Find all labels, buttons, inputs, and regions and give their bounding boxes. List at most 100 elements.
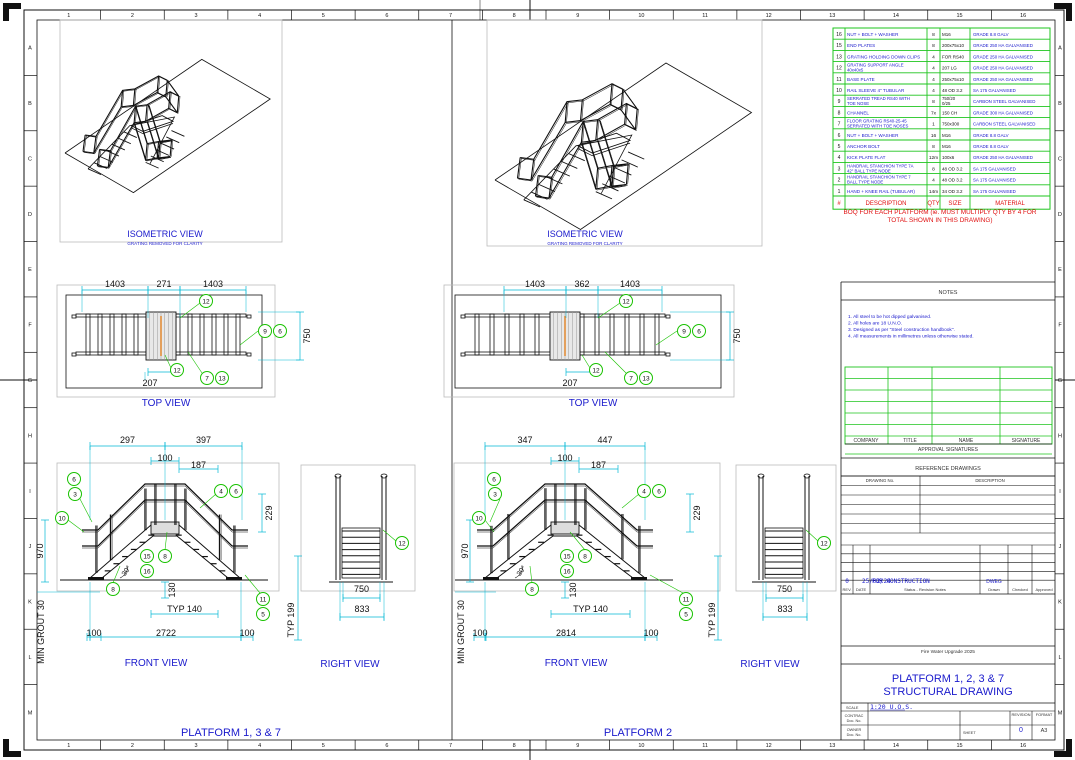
item-balloon: 9 xyxy=(677,324,691,338)
balloon-number: 8 xyxy=(111,586,115,593)
handrail-edge xyxy=(136,106,160,145)
grid-col-label: 6 xyxy=(385,13,388,19)
front-view-2: 30° FRONT VIEW xyxy=(453,462,721,669)
balloon-circle xyxy=(215,371,229,385)
stair-frame xyxy=(341,527,381,579)
grid-row-label: A xyxy=(1058,46,1062,52)
front-view-1: 30° FRONT VIEW xyxy=(56,462,280,669)
balloon-circle xyxy=(652,484,666,498)
item-balloon: 8 xyxy=(158,549,172,563)
dim-text: TYP 199 xyxy=(286,603,296,638)
grid-row-label: I xyxy=(1059,489,1061,495)
item-balloon: 12 xyxy=(170,363,184,377)
bom-item-no: 8 xyxy=(838,110,841,116)
dim-text: MIN GROUT 30 xyxy=(456,600,466,664)
bom-material: GRADE 250 HA GALVANISED xyxy=(973,43,1033,48)
stanchion-edge xyxy=(159,142,162,159)
handrail xyxy=(82,91,167,154)
dim-text: 187 xyxy=(591,460,606,470)
rail-end xyxy=(246,352,252,357)
bom-desc: BALL TYPE NODE xyxy=(847,180,883,185)
iso-view-note-1: GRATING REMOVED FOR CLARITY xyxy=(127,241,202,246)
leader xyxy=(244,574,261,594)
rail-end xyxy=(460,352,466,357)
stair-tread xyxy=(175,313,181,356)
grid-row-label: H xyxy=(28,433,32,439)
tb-scale-label: SCALE xyxy=(846,706,859,710)
bom-item-no: 4 xyxy=(838,155,841,161)
bom-material: GRADE 8.8 GALV xyxy=(973,32,1009,37)
stanchion xyxy=(156,141,160,159)
balloon-circle xyxy=(589,363,603,377)
bom-note: BOQ FOR EACH PLATFORM (ie. MUST MULTIPLY… xyxy=(843,209,1036,224)
dim-text: 130 xyxy=(167,582,177,597)
balloon-number: 11 xyxy=(260,596,267,603)
balloon-number: 10 xyxy=(475,515,483,522)
iso-view-1: ISOMETRIC VIEW GRATING REMOVED FOR CLARI… xyxy=(59,19,283,246)
balloon-number: 6 xyxy=(492,476,496,483)
bom-desc: 40x40x5 xyxy=(847,68,864,73)
platform-beam xyxy=(550,521,580,535)
stanchion xyxy=(609,165,613,187)
bom-size: 100x6 xyxy=(942,155,955,160)
handrail-edge xyxy=(167,80,180,98)
dim-text: 207 xyxy=(562,378,577,388)
bom-frame xyxy=(832,27,1051,210)
stanchion xyxy=(165,80,168,97)
balloon-circle xyxy=(395,536,409,550)
angle-label: 30° xyxy=(515,564,528,577)
item-balloon: 6 xyxy=(273,324,287,338)
leader xyxy=(655,330,678,346)
stanchion-edge xyxy=(611,165,614,187)
bom-material: GRADE 8.8 GALV xyxy=(973,144,1009,149)
grid-col-label: 16 xyxy=(1020,13,1026,19)
note-item: 1. All steel to be hot dipped galvanised… xyxy=(848,314,931,320)
stair-tread xyxy=(133,313,139,356)
stair-frame xyxy=(523,134,633,201)
balloon-circle xyxy=(55,511,69,525)
stanchion-edge xyxy=(135,106,138,123)
bom-size: 250x75x10 xyxy=(942,77,965,82)
right-view-title-1: RIGHT VIEW xyxy=(320,659,380,670)
top-view-title-1: TOP VIEW xyxy=(142,398,191,409)
stair-tread xyxy=(519,313,525,356)
dim-text: 1403 xyxy=(525,279,545,289)
balloon-circle xyxy=(273,324,287,338)
balloon-circle xyxy=(560,549,574,563)
approval-col-header: NAME xyxy=(959,438,974,444)
revision-col-header: Approved xyxy=(1035,587,1052,592)
handrail xyxy=(538,102,638,178)
item-balloon: 15 xyxy=(140,549,154,563)
handrail-edge xyxy=(518,105,623,182)
bom-qty: 12m xyxy=(929,155,938,161)
balloon-circle xyxy=(472,511,486,525)
stair-tread xyxy=(489,313,495,356)
item-balloon: 12 xyxy=(395,536,409,550)
handrail-edge xyxy=(623,90,639,111)
leader xyxy=(621,493,640,509)
bom-size: M16 xyxy=(942,144,951,149)
stanchion-edge xyxy=(622,89,625,110)
item-balloon: 6 xyxy=(692,324,706,338)
item-balloon: 3 xyxy=(68,487,82,501)
stanchion xyxy=(530,159,535,181)
item-balloon: 6 xyxy=(229,484,243,498)
balloon-circle xyxy=(258,324,272,338)
stanchion-edge xyxy=(146,104,149,122)
tb-sheet-label: SHEET xyxy=(963,731,976,735)
dim-text: TYP 140 xyxy=(167,604,202,614)
balloon-circle xyxy=(578,549,592,563)
base-plate xyxy=(226,577,242,580)
dim-text: 130 xyxy=(568,582,578,597)
item-balloon: 3 xyxy=(488,487,502,501)
stanchion xyxy=(168,91,171,109)
grid-row-label: F xyxy=(1058,323,1062,329)
leader xyxy=(382,529,397,542)
leader xyxy=(79,498,93,523)
tb-title-1: PLATFORM 1, 2, 3 & 7 xyxy=(892,673,1004,685)
balloon-number: 12 xyxy=(398,540,406,547)
